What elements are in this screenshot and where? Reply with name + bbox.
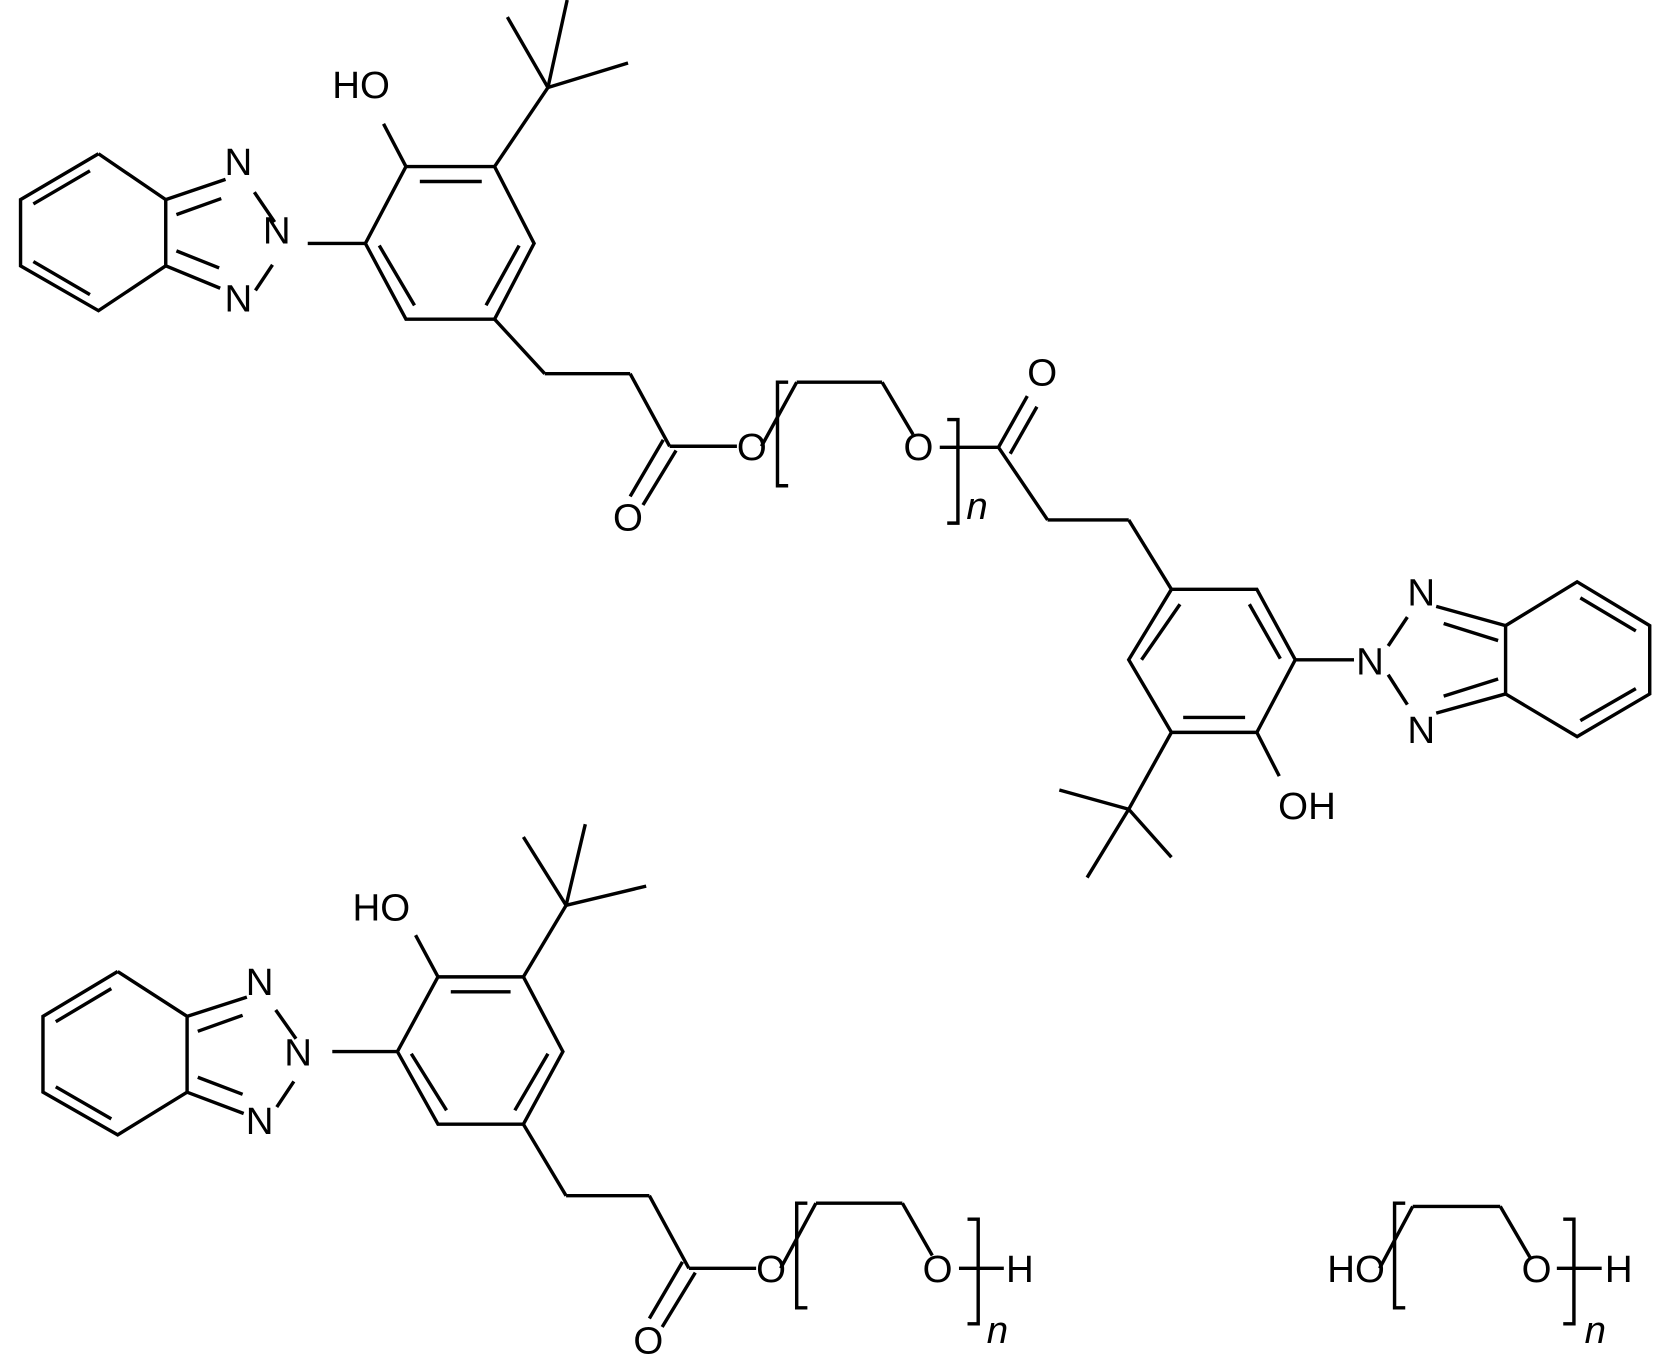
triazole-ring-left-top [165,177,366,292]
peg-repeat-unit-2 [779,1201,1004,1326]
atom-h-end-bottom: H [1006,1248,1034,1291]
hydroxyl-label-right: OH [1278,785,1336,828]
phenol-ring-right [1058,587,1354,879]
benzene-ring-left-bottom [41,970,189,1137]
hydroxyl-label-top: HO [332,64,390,107]
atom-o-carbonyl: O [613,497,643,540]
triazole-ring-right [1386,604,1507,715]
phenol-ring-bottom [395,823,757,1328]
triazole-ring-left-bottom [186,995,398,1116]
molecule-diester: N N N HO O O [18,0,1652,879]
benzene-ring-right [1503,579,1652,739]
atom-o-carbonyl-right: O [1027,351,1057,394]
atom-n5: N [1356,641,1384,684]
atom-o-ester: O [737,426,767,469]
atom-n3: N [224,278,252,321]
hydroxyl-label-bottom: HO [353,886,411,929]
atom-n2-bottom: N [284,1031,312,1074]
atom-o-peg: O [903,426,933,469]
atom-o-peg-free: O [1522,1248,1552,1291]
benzene-ring-left-top [18,152,168,313]
hydroxyl-label-peg: HO [1327,1248,1385,1291]
atom-h-end-peg: H [1605,1248,1633,1291]
atom-n3-bottom: N [246,1100,274,1143]
atom-n1-bottom: N [246,961,274,1004]
peg-repeat-unit-3 [1378,1201,1602,1326]
atom-n6: N [1407,709,1435,752]
repeat-subscript-n-peg: n [1585,1309,1606,1352]
molecule-monoester: N N N HO O O [41,823,1034,1358]
atom-o-peg-bottom: O [923,1248,953,1291]
repeat-subscript-n-bottom: n [987,1309,1008,1352]
atom-n4: N [1407,571,1435,614]
atom-n1: N [224,141,252,184]
atom-o-carbonyl-bottom: O [633,1320,663,1358]
peg-repeat-unit-1 [759,380,999,525]
phenol-ring-top [363,0,737,506]
molecule-peg: HO O H n [1327,1201,1633,1352]
atom-o-ester-bottom: O [756,1248,786,1291]
right-ester-chain [996,395,1173,591]
repeat-subscript-n: n [966,485,987,528]
atom-n2: N [263,209,291,252]
